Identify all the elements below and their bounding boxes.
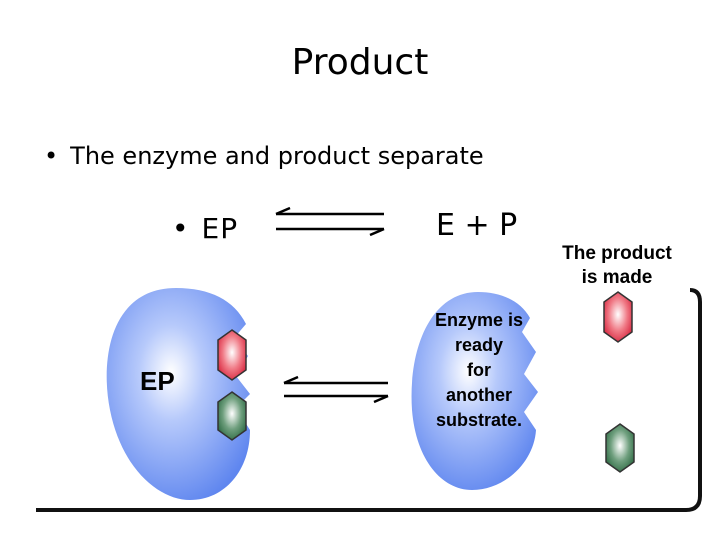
- enzyme-note-line: ready: [454, 335, 504, 355]
- product-note-line2: is made: [581, 267, 653, 288]
- bullet-dot-icon: •: [44, 142, 59, 170]
- red-hexagon-product-free: [603, 291, 633, 343]
- product-note-line1: The product: [562, 243, 672, 264]
- equation-right: E + P: [436, 208, 518, 243]
- equation-left: • EP: [172, 212, 238, 245]
- free-enzyme-shape: [411, 292, 538, 490]
- enzyme-note-line: for: [467, 360, 491, 380]
- slide-frame: [36, 288, 702, 512]
- complex-label: EP: [140, 366, 175, 396]
- double-arrow-icon: [275, 206, 385, 237]
- enzyme-note: Enzyme is ready for another substrate.: [412, 308, 546, 433]
- bullet-text: The enzyme and product separate: [70, 142, 484, 170]
- enzyme-note-line: Enzyme is: [434, 310, 524, 330]
- enzyme-product-complex-shape: [106, 288, 250, 500]
- red-hexagon-product: [217, 329, 247, 381]
- equation-left-text: EP: [201, 212, 239, 245]
- product-note: The product is made: [544, 242, 690, 290]
- bullet-point: • The enzyme and product separate: [44, 142, 484, 170]
- green-hexagon-product-free: [605, 423, 635, 473]
- bullet-dot-icon: •: [172, 212, 190, 245]
- double-arrow-icon-lower: [283, 375, 389, 404]
- enzyme-note-line: substrate.: [435, 410, 523, 430]
- green-hexagon-product: [217, 391, 247, 441]
- slide-title: Product: [291, 42, 429, 83]
- enzyme-note-line: another: [445, 385, 512, 405]
